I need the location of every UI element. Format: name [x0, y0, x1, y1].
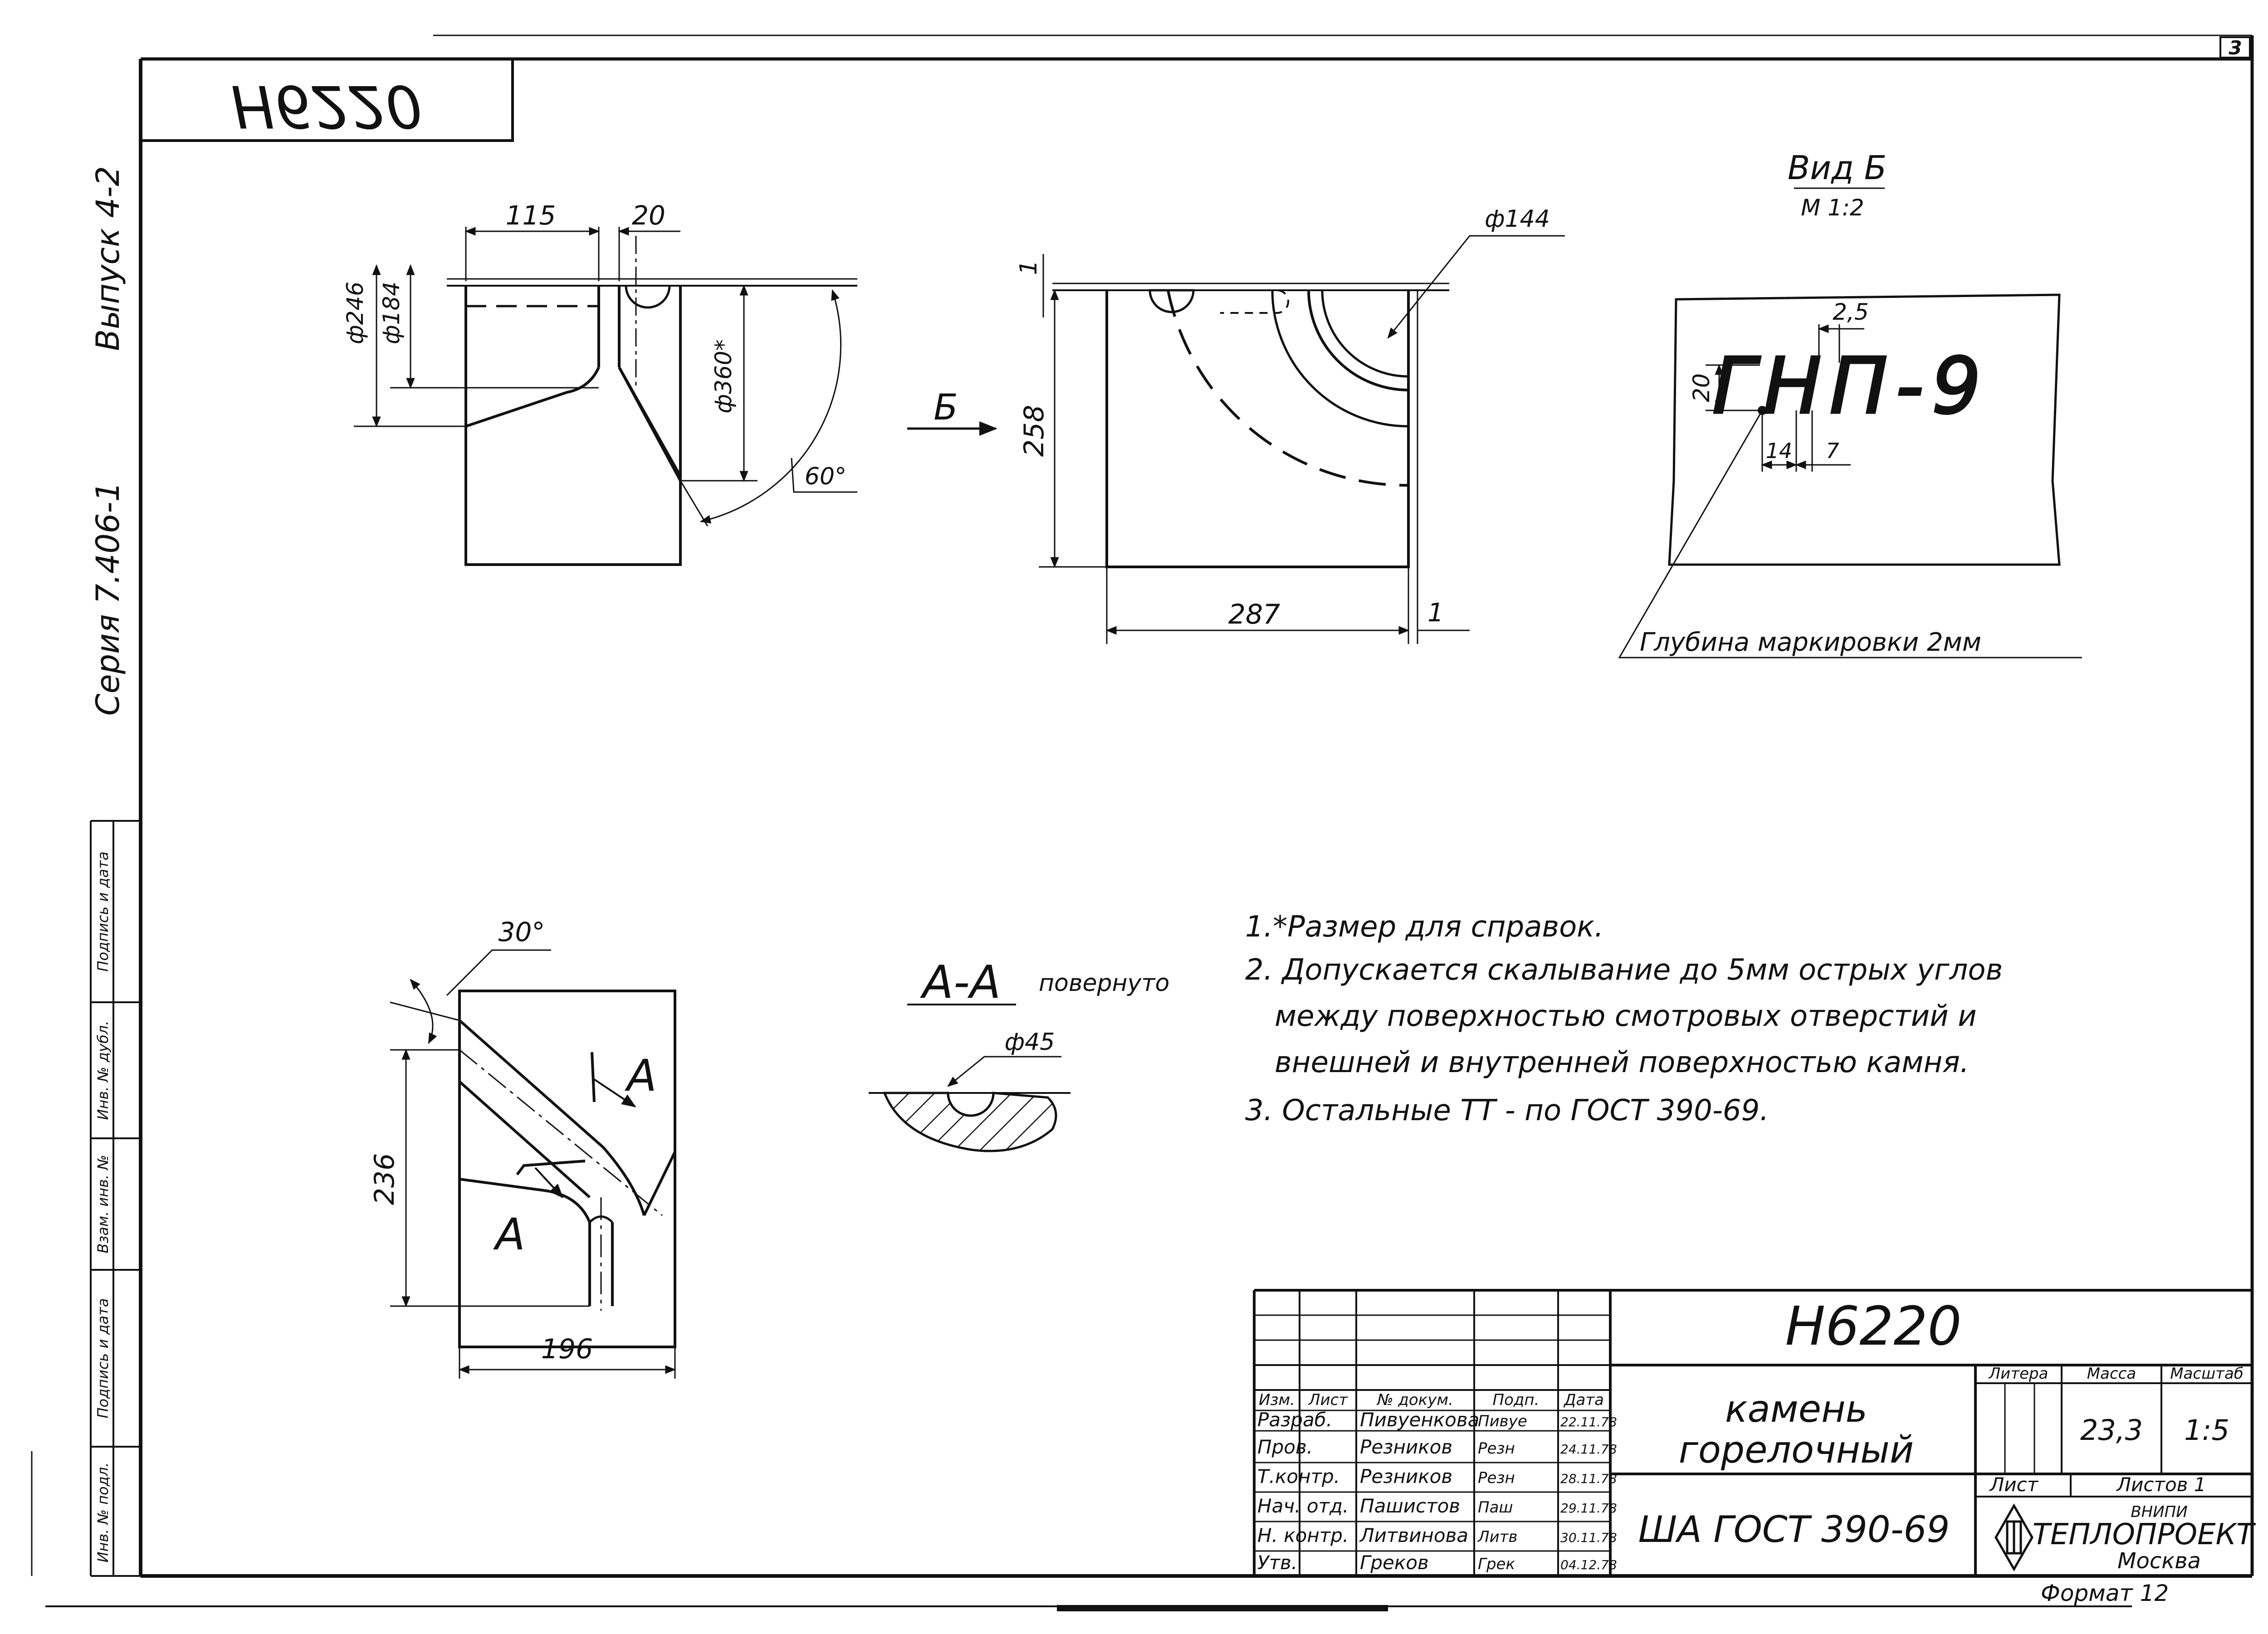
- part-name-2: горелочный: [1679, 1429, 1914, 1472]
- dim-20-mark: 20: [1688, 373, 1715, 402]
- margin-col-4: Инв. № дубл.: [94, 1021, 112, 1120]
- sheets-label: Листов 1: [2116, 1473, 2206, 1496]
- sign-3: Паш: [1478, 1498, 1513, 1517]
- dim-20-top: 20: [632, 200, 665, 231]
- title-block: Изм. Лист № докум. Подп. Дата Разраб. Пи…: [1253, 1289, 2256, 1606]
- th-date: Дата: [1563, 1391, 1604, 1409]
- org-top: ВНИПИ: [2131, 1503, 2187, 1521]
- margin-col-2: Подпись и дата: [94, 1298, 112, 1418]
- dim-14: 14: [1766, 439, 1793, 463]
- name-0: Пивуенкова: [1360, 1409, 1479, 1431]
- note-2-cont-2: внешней и внутренней поверхностью камня.: [1275, 1046, 1969, 1079]
- dim-7: 7: [1826, 439, 1839, 463]
- mirrored-code: H6220: [231, 72, 422, 140]
- bottom-view: А А 30° 236 196: [369, 917, 676, 1379]
- issue-label: Выпуск 4-2: [89, 166, 127, 351]
- margin-col-3: Взам. инв. №: [94, 1155, 112, 1253]
- view-b-title: Вид Б: [1788, 149, 1887, 187]
- margin-col-5: Подпись и дата: [94, 851, 112, 971]
- th-doc: № докум.: [1376, 1391, 1453, 1409]
- material-spec: ША ГОСТ 390-69: [1638, 1508, 1950, 1551]
- note-3: 3. Остальные ТТ - по ГОСТ 390-69.: [1245, 1094, 1769, 1127]
- sign-2: Резн: [1478, 1469, 1515, 1487]
- dim-258: 258: [1018, 405, 1050, 457]
- dim-d45: ф45: [1005, 1029, 1055, 1056]
- litera-label: Литера: [1988, 1365, 2048, 1383]
- date-0: 22.11.78: [1560, 1415, 1617, 1429]
- name-5: Греков: [1360, 1551, 1429, 1574]
- sign-4: Литв: [1477, 1528, 1518, 1546]
- dim-d360: ф360*: [710, 339, 737, 413]
- dim-115: 115: [506, 200, 556, 231]
- th-izm: Изм.: [1259, 1391, 1295, 1409]
- cut-label-a-upper: А: [624, 1050, 657, 1101]
- sign-0: Пивуе: [1478, 1412, 1527, 1430]
- view-arrow-b: Б: [907, 387, 997, 436]
- dim-1-right: 1: [1427, 598, 1444, 628]
- scale-value: 1:5: [2184, 1414, 2229, 1447]
- name-2: Резников: [1360, 1465, 1452, 1488]
- margin-col-1: Инв. № подл.: [94, 1463, 112, 1563]
- sheet-label: Лист: [1989, 1473, 2039, 1496]
- series-label: Серия 7.406-1: [89, 482, 127, 716]
- view-b-scale: М 1:2: [1801, 195, 1864, 221]
- view-b: Вид Б М 1:2 ГНП-9 2,5 20 14 7 Глубина ма…: [1618, 149, 2082, 658]
- dim-d246: ф246: [342, 282, 368, 344]
- role-3: Нач. отд.: [1257, 1495, 1349, 1517]
- mass-value: 23,3: [2080, 1414, 2143, 1447]
- technical-notes: 1.*Размер для справок. 2. Допускается ск…: [1245, 910, 2003, 1127]
- corner-mark: 3: [2229, 37, 2242, 59]
- sheet-frame: 3: [45, 34, 2254, 1611]
- front-view: 115 20 ф246 ф184 ф360* 60°: [342, 200, 857, 566]
- name-3: Пашистов: [1360, 1495, 1460, 1517]
- section-title: А-А: [920, 956, 1001, 1009]
- org-logo-icon: [1994, 1503, 2033, 1572]
- sheet-format: Формат 12: [2041, 1580, 2169, 1606]
- dim-2-5: 2,5: [1833, 299, 1869, 325]
- section-title-note: повернуто: [1039, 970, 1169, 997]
- note-2: 2. Допускается скалывание до 5мм острых …: [1245, 953, 2003, 987]
- date-3: 29.11.78: [1560, 1501, 1617, 1516]
- role-5: Утв.: [1257, 1551, 1297, 1574]
- marking-text: ГНП-9: [1712, 341, 1989, 431]
- note-2-cont-1: между поверхностью смотровых отверстий и: [1275, 1000, 1977, 1033]
- org-name: ТЕПЛОПРОЕКТ: [2033, 1518, 2256, 1551]
- mass-label: Масса: [2087, 1365, 2136, 1383]
- org-city: Москва: [2117, 1548, 2201, 1574]
- drawing-code: H6220: [1785, 1295, 1961, 1357]
- note-1: 1.*Размер для справок.: [1245, 910, 1603, 944]
- left-margin: Серия 7.406-1 Выпуск 4-2 Инв. № подл. По…: [31, 166, 141, 1577]
- role-2: Т.контр.: [1257, 1465, 1340, 1488]
- marking-depth-note: Глубина маркировки 2мм: [1640, 628, 1981, 657]
- name-1: Резников: [1360, 1436, 1452, 1458]
- th-list: Лист: [1308, 1391, 1348, 1409]
- date-5: 04.12.78: [1560, 1557, 1617, 1572]
- dim-236: 236: [369, 1153, 401, 1205]
- mirrored-code-stamp: H6220: [141, 59, 514, 142]
- part-name-1: камень: [1725, 1388, 1867, 1431]
- scale-label: Масштаб: [2170, 1365, 2244, 1383]
- sign-5: Грек: [1478, 1555, 1515, 1573]
- dim-287: 287: [1228, 599, 1281, 630]
- date-4: 30.11.78: [1560, 1530, 1617, 1545]
- side-view: ф144 1 258 287 1: [1015, 205, 1565, 644]
- section-a-a: А-А повернуто ф45: [869, 956, 1169, 1152]
- cut-label-a-lower: А: [493, 1209, 525, 1260]
- date-2: 28.11.78: [1560, 1471, 1617, 1486]
- name-4: Литвинова: [1359, 1524, 1468, 1546]
- dim-a30: 30°: [499, 917, 545, 947]
- dim-d144: ф144: [1485, 205, 1550, 233]
- date-1: 24.11.78: [1560, 1442, 1617, 1457]
- th-sign: Подп.: [1493, 1391, 1540, 1409]
- dim-196: 196: [541, 1333, 593, 1365]
- dim-d184: ф184: [378, 282, 405, 344]
- dim-a60: 60°: [805, 463, 846, 490]
- view-arrow-label: Б: [934, 387, 958, 428]
- role-4: Н. контр.: [1257, 1524, 1349, 1546]
- role-0: Разраб.: [1257, 1409, 1332, 1431]
- sign-1: Резн: [1478, 1439, 1515, 1458]
- role-1: Пров.: [1257, 1436, 1313, 1458]
- dim-1-top: 1: [1015, 260, 1042, 275]
